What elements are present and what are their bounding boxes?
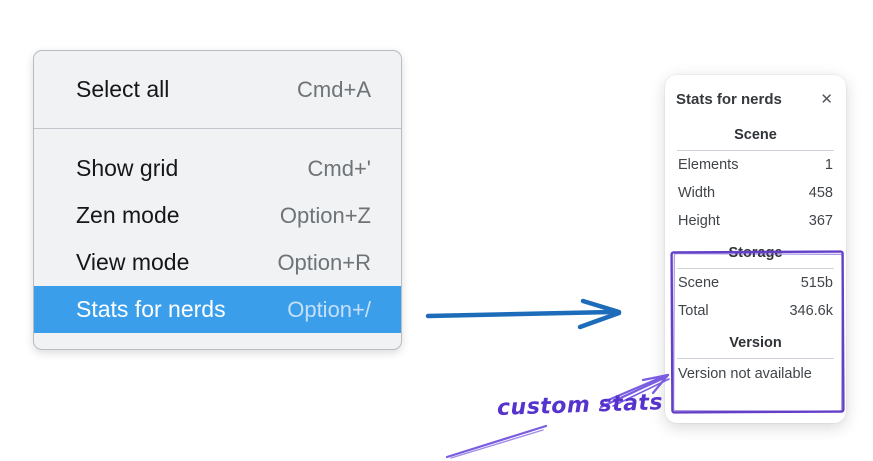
stat-label: Width bbox=[678, 185, 716, 201]
menu-section-top: Select all Cmd+A bbox=[34, 51, 401, 128]
stat-value: 346.6k bbox=[789, 303, 833, 319]
stats-panel-header: Stats for nerds ✕ bbox=[676, 87, 835, 111]
close-icon[interactable]: ✕ bbox=[820, 91, 833, 108]
stat-row-total-size: Total 346.6k bbox=[676, 297, 835, 325]
menu-item-label: Select all bbox=[76, 76, 170, 102]
section-heading: Version bbox=[729, 335, 782, 351]
stat-label: Scene bbox=[678, 275, 720, 291]
menu-item-show-grid[interactable]: Show grid Cmd+' bbox=[34, 145, 401, 192]
stats-section-version: Version Version not available bbox=[676, 325, 835, 389]
stats-panel: Stats for nerds ✕ Scene Elements 1 Width… bbox=[665, 75, 846, 423]
stat-value: 515b bbox=[800, 275, 833, 291]
section-heading: Scene bbox=[734, 127, 777, 143]
section-heading: Storage bbox=[728, 245, 783, 261]
menu-item-label: Stats for nerds bbox=[76, 296, 226, 322]
menu-item-shortcut: Cmd+A bbox=[297, 76, 371, 102]
stat-value: 367 bbox=[808, 213, 833, 229]
stat-row-width: Width 458 bbox=[676, 179, 835, 207]
stat-row-height: Height 367 bbox=[676, 207, 835, 235]
stat-label: Elements bbox=[678, 157, 739, 173]
annotation-arrow bbox=[599, 373, 670, 409]
stat-value: 458 bbox=[808, 185, 833, 201]
section-divider bbox=[677, 150, 834, 151]
menu-item-shortcut: Option+Z bbox=[279, 202, 371, 228]
stats-section-storage: Storage Scene 515b Total 346.6k bbox=[676, 235, 835, 325]
menu-item-view-mode[interactable]: View mode Option+R bbox=[34, 239, 401, 286]
menu-item-label: View mode bbox=[76, 249, 190, 275]
menu-to-panel-arrow bbox=[425, 298, 622, 330]
annotation-underline-stroke bbox=[445, 424, 548, 459]
menu-item-stats-for-nerds[interactable]: Stats for nerds Option+/ bbox=[34, 286, 401, 333]
menu-item-label: Zen mode bbox=[76, 202, 180, 228]
custom-stats-label: custom stats bbox=[496, 390, 664, 421]
menu-item-shortcut: Option+R bbox=[277, 249, 371, 275]
stat-label: Total bbox=[678, 303, 709, 319]
menu-item-select-all[interactable]: Select all Cmd+A bbox=[34, 66, 401, 113]
menu-item-label: Show grid bbox=[76, 155, 179, 181]
menu-item-shortcut: Cmd+' bbox=[307, 155, 372, 181]
stat-row-elements: Elements 1 bbox=[676, 151, 835, 179]
context-menu: Select all Cmd+A Show grid Cmd+' Zen mod… bbox=[33, 50, 402, 350]
menu-item-zen-mode[interactable]: Zen mode Option+Z bbox=[34, 192, 401, 239]
stats-panel-title: Stats for nerds bbox=[676, 90, 782, 108]
stats-section-scene: Scene Elements 1 Width 458 Height 367 bbox=[676, 117, 835, 235]
stat-label: Height bbox=[678, 213, 720, 229]
stat-value: 1 bbox=[824, 157, 833, 173]
menu-section-bottom: Show grid Cmd+' Zen mode Option+Z View m… bbox=[34, 129, 401, 349]
menu-item-shortcut: Option+/ bbox=[287, 296, 371, 322]
menu-divider bbox=[34, 128, 401, 129]
stat-row-scene-size: Scene 515b bbox=[676, 269, 835, 297]
version-note: Version not available bbox=[678, 366, 812, 382]
